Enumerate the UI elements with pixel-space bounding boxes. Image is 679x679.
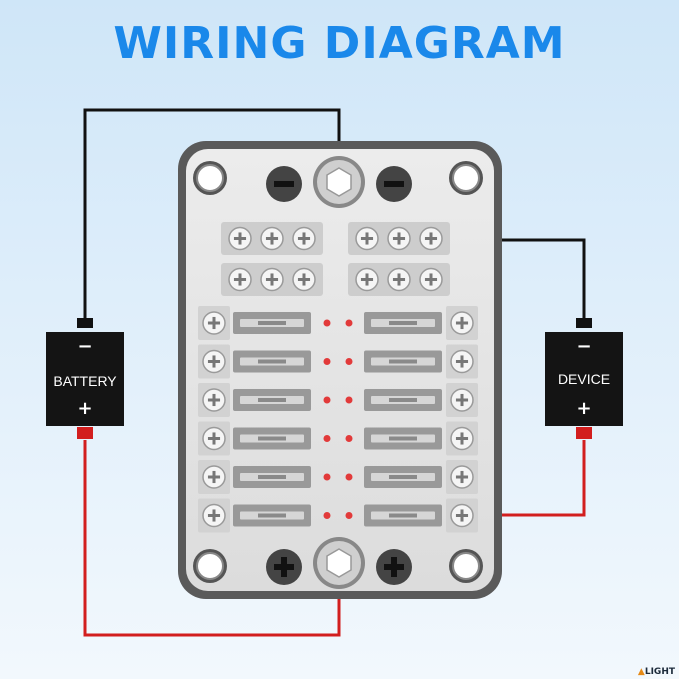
fuse-icon <box>233 389 311 411</box>
screw-icon <box>228 267 252 292</box>
fuse-icon <box>233 504 311 527</box>
indicator-led-icon <box>345 435 353 442</box>
fuse-row <box>198 344 478 379</box>
fuse-row <box>198 306 478 340</box>
indicator-led-icon <box>345 473 353 481</box>
device-plus-sign: + <box>576 398 592 419</box>
fuse-icon <box>233 466 311 488</box>
screw-icon <box>292 226 316 251</box>
fuse-icon <box>364 504 442 527</box>
indicator-led-icon <box>323 358 331 365</box>
screw-icon <box>202 503 226 528</box>
mount-hole <box>193 549 227 583</box>
fuse-icon <box>364 466 442 488</box>
negative-bus-group <box>221 263 323 296</box>
indicator-led-icon <box>323 396 331 404</box>
screw-icon <box>419 267 443 292</box>
screw-icon <box>387 226 411 251</box>
screw-icon <box>419 226 443 251</box>
negative-stud-nut-icon <box>313 156 365 208</box>
positive-terminal-icon <box>376 549 412 585</box>
screw-icon <box>387 267 411 292</box>
indicator-led-icon <box>345 512 353 519</box>
screw-icon <box>355 267 379 292</box>
screw-icon <box>450 426 474 451</box>
fuse-row <box>198 383 478 417</box>
negative-bus-screws <box>221 222 450 296</box>
indicator-led-icon <box>323 473 331 481</box>
fuse-row <box>198 498 478 533</box>
screw-icon <box>260 267 284 292</box>
device-label: DEVICE <box>557 371 611 387</box>
indicator-led-icon <box>345 319 353 327</box>
fuse-icon <box>364 350 442 373</box>
fuse-icon <box>233 312 311 334</box>
fuse-row <box>198 421 478 456</box>
screw-icon <box>450 349 474 374</box>
screw-icon <box>260 226 284 251</box>
positive-terminal-icon <box>266 549 302 585</box>
indicator-led-icon <box>345 396 353 404</box>
negative-bus-group <box>348 222 450 255</box>
mount-hole <box>449 549 483 583</box>
device-positive-wire <box>476 440 586 517</box>
negative-bus-group <box>221 222 323 255</box>
indicator-led-icon <box>345 358 353 365</box>
fuse-icon <box>233 350 311 373</box>
battery-negative-wire <box>83 108 341 320</box>
battery-box <box>46 318 124 439</box>
brand-logo-mark-icon: ▲ <box>637 667 645 677</box>
brand-logo: ▲LIGHT <box>638 667 675 677</box>
mount-hole <box>449 161 483 195</box>
screw-icon <box>202 349 226 374</box>
screw-icon <box>202 388 226 412</box>
screw-icon <box>228 226 252 251</box>
fuse-icon <box>364 312 442 334</box>
fuse-icon <box>233 427 311 450</box>
screw-icon <box>355 226 379 251</box>
page-title: WIRING DIAGRAM <box>113 18 566 69</box>
fuse-row <box>198 460 478 494</box>
negative-bus-group <box>348 263 450 296</box>
battery-label: BATTERY <box>53 373 117 389</box>
fuse-icon <box>364 427 442 450</box>
battery-minus-sign: − <box>77 336 93 357</box>
device-box <box>545 318 623 439</box>
battery-plus-sign: + <box>77 398 93 419</box>
screw-icon <box>450 311 474 335</box>
screw-icon <box>292 267 316 292</box>
screw-icon <box>202 426 226 451</box>
fuse-rows <box>198 306 478 533</box>
battery-positive-wire <box>83 440 341 637</box>
brand-logo-text: LIGHT <box>644 667 675 677</box>
mount-hole <box>193 161 227 195</box>
screw-icon <box>450 388 474 412</box>
indicator-led-icon <box>323 435 331 442</box>
fuse-icon <box>364 389 442 411</box>
fuse-block <box>178 141 502 599</box>
screw-icon <box>202 311 226 335</box>
indicator-led-icon <box>323 512 331 519</box>
screw-icon <box>450 503 474 528</box>
positive-stud-nut-icon <box>313 537 365 589</box>
screw-icon <box>202 465 226 489</box>
negative-terminal-icon <box>266 166 302 202</box>
indicator-led-icon <box>323 319 331 327</box>
negative-terminal-icon <box>376 166 412 202</box>
device-minus-sign: − <box>576 336 592 357</box>
screw-icon <box>450 465 474 489</box>
